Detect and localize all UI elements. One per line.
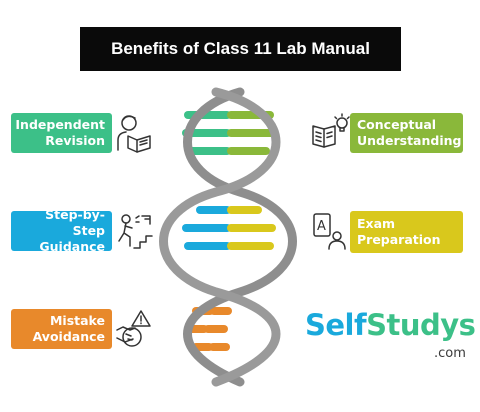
svg-text:A: A — [317, 219, 326, 234]
benefit-line: Step-by-Step — [45, 207, 105, 238]
reading-student-icon — [117, 115, 151, 153]
helix-strand-a — [183, 87, 297, 387]
benefit-line: Guidance — [39, 239, 105, 254]
brand-self: Self — [305, 308, 367, 342]
exam-test-icon: A — [313, 213, 346, 250]
benefit-conceptual-understanding: Conceptual Understanding — [350, 113, 463, 153]
benefit-line: Revision — [45, 133, 105, 148]
benefit-exam-preparation: Exam Preparation — [350, 211, 463, 253]
helix-strand-b — [159, 87, 281, 387]
warning-handshake-icon — [116, 310, 151, 347]
idea-book-icon — [312, 113, 350, 148]
benefit-line: Preparation — [357, 232, 441, 247]
diagram-title: Benefits of Class 11 Lab Manual — [80, 27, 401, 71]
benefit-line: Mistake — [49, 313, 105, 328]
climbing-steps-icon — [118, 214, 153, 249]
benefit-line: Independent — [15, 117, 105, 132]
benefit-mistake-avoidance: Mistake Avoidance — [11, 309, 112, 349]
benefit-independent-revision: Independent Revision — [11, 113, 112, 153]
brand-domain: .com — [434, 346, 466, 361]
brand-logo: SelfStudys — [305, 308, 476, 342]
brand-studys: Studys — [366, 308, 476, 342]
benefit-line: Exam — [357, 216, 396, 231]
benefit-line: Avoidance — [32, 329, 105, 344]
benefit-line: Conceptual — [357, 117, 437, 132]
benefit-line: Understanding — [357, 133, 462, 148]
benefit-step-by-step-guidance: Step-by-Step Guidance — [11, 207, 112, 254]
